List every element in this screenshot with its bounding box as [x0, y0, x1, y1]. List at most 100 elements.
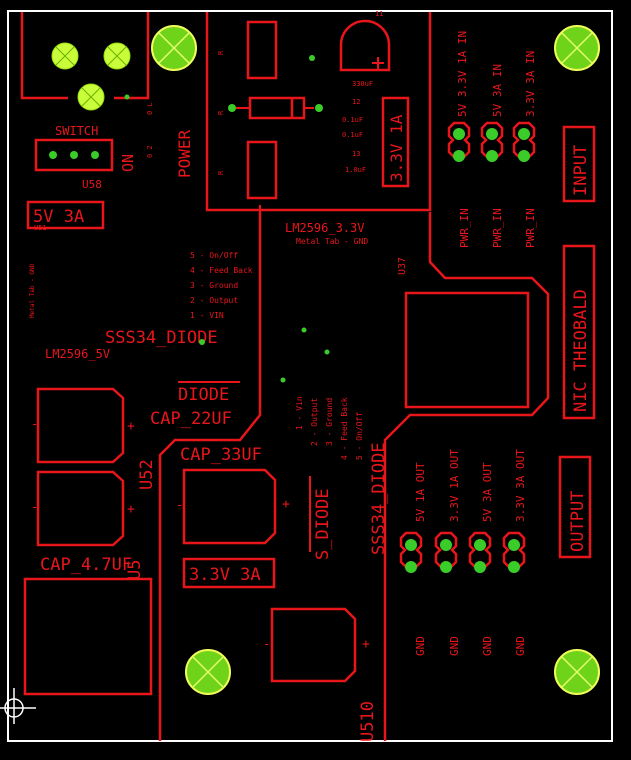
- input-label-2: 5V 3A IN: [491, 64, 504, 117]
- ref-c13: 13: [352, 150, 360, 158]
- power-switch: SWITCH U58 ON POWER 0 L 0 2: [34, 102, 194, 191]
- input-label-3: 3.3V 3A IN: [524, 51, 537, 117]
- pinout-line-1: 5 - On/Off: [190, 251, 238, 260]
- ref-c12: 12: [352, 98, 360, 106]
- cap-33uf-plus: +: [282, 497, 290, 512]
- output-header-2: [434, 531, 458, 573]
- pwr-in-2: PWR_IN: [491, 208, 504, 248]
- ref-r1: R: [217, 50, 225, 55]
- output-header-3: [468, 531, 492, 573]
- output-label-4: 3.3V 3A OUT: [514, 449, 527, 522]
- cap-330uf-label: 330uF: [352, 80, 373, 88]
- capacitor-33uf: - +: [176, 468, 290, 545]
- pinout-list: 5 - On/Off 4 - Feed Back 3 - Ground 2 - …: [190, 251, 253, 320]
- input-title: INPUT: [571, 145, 591, 196]
- cap-47uf-minus: -: [31, 500, 38, 514]
- cap-33uf-minus: -: [176, 498, 183, 512]
- badge-5v-3a-text: 5V 3A: [33, 207, 84, 227]
- input-header-1: [447, 121, 471, 162]
- mounting-hole-top-right: [554, 25, 600, 71]
- on-label: ON: [119, 154, 137, 172]
- output-header-4: [502, 531, 526, 573]
- badge-5v-3a-ref: U51: [34, 224, 47, 232]
- metal-tab-gnd-label: Metal Tab - GND: [296, 237, 368, 246]
- sss34-diode-label-1: SSS34_DIODE: [105, 328, 218, 348]
- output-title: OUTPUT: [568, 491, 588, 552]
- pinout-line-4: 2 - Output: [190, 296, 238, 305]
- diode-label: DIODE: [178, 385, 229, 405]
- metal-tab-left-label: Metal Tab - GND: [29, 263, 36, 318]
- capacitor-4-7uf: - +: [31, 470, 135, 547]
- input-label-1: 5V 3.3V 1A IN: [456, 31, 469, 117]
- regulator-3v3-pad: [404, 291, 530, 409]
- input-header-2: [480, 121, 504, 162]
- output-label-1: 5V 1A OUT: [414, 462, 427, 522]
- u5-ref: U5: [125, 560, 145, 580]
- gnd-3: GND: [481, 636, 494, 656]
- pinout-line-3: 3 - Ground: [190, 281, 238, 290]
- mounting-holes: [151, 25, 600, 695]
- lm2596-3v3-parts: R R R 330uF 0.1uF 0.1uF 1.0uF 12 13 11 3…: [124, 10, 410, 200]
- gnd-4: GND: [514, 636, 527, 656]
- mounting-hole-bottom-right: [554, 649, 600, 695]
- region-divider-right: [383, 212, 550, 741]
- cap-22uf-plus: +: [127, 419, 135, 434]
- ref-r2: R: [217, 110, 225, 115]
- output-section: 5V 1A OUT 3.3V 1A OUT 5V 3A OUT 3.3V 3A …: [399, 449, 592, 656]
- pinout-rot-2: 2 - Output: [310, 398, 319, 446]
- badge-3v3-3a: 3.3V 3A: [189, 565, 261, 585]
- pwr-in-1: PWR_IN: [458, 208, 471, 248]
- cap-22uf-label: CAP_22UF: [150, 409, 232, 429]
- pinout-rot-3: 3 - Ground: [325, 398, 334, 446]
- badge-3v3-1a: 3.3V 1A: [387, 114, 406, 182]
- cap-u510-plus: +: [362, 637, 370, 652]
- pinout-rot-1: 1 - Vin: [295, 396, 304, 430]
- inductor-5v: [23, 577, 153, 696]
- input-section: 5V 3.3V 1A IN 5V 3A IN 3.3V 3A IN PWR_IN…: [447, 31, 596, 248]
- output-label-2: 3.3V 1A OUT: [448, 449, 461, 522]
- power-jack: [20, 12, 150, 111]
- pwr-in-3: PWR_IN: [524, 208, 537, 248]
- designer-name: NIC THEOBALD: [571, 289, 591, 412]
- cap-u510-minus: -: [263, 637, 270, 651]
- pinout-rot-4: 4 - Feed Back: [340, 397, 349, 460]
- switch-pin-2: 0 2: [146, 145, 154, 158]
- region-divider-left: [158, 212, 262, 741]
- cap-4-7uf-label: CAP_4.7UF: [40, 555, 132, 575]
- s-diode-label: S_DIODE: [313, 488, 333, 560]
- pinout-rot-5: 5 - On/Off: [355, 412, 364, 460]
- sss34-diode-label-2: SSS34_DIODE: [369, 442, 389, 555]
- cap-22uf-minus: -: [31, 417, 38, 431]
- origin-crosshair-icon: [0, 688, 36, 724]
- u510-ref: U510: [358, 701, 378, 742]
- cap-01uf-a: 0.1uF: [342, 116, 363, 124]
- output-label-3: 5V 3A OUT: [481, 462, 494, 522]
- mounting-hole-top-left: [151, 25, 197, 71]
- u52-ref: U52: [137, 459, 157, 490]
- lm2596-3v3-label: LM2596_3.3V: [285, 221, 364, 235]
- gnd-2: GND: [448, 636, 461, 656]
- cap-33uf-label: CAP_33UF: [180, 445, 262, 465]
- board-outline: [7, 10, 613, 742]
- input-header-3: [512, 121, 536, 162]
- output-header-1: [399, 531, 423, 573]
- capacitor-22uf: - +: [31, 387, 135, 464]
- u37-ref: U37: [397, 257, 408, 275]
- power-label: POWER: [175, 129, 194, 178]
- switch-pin-1: 0 L: [146, 102, 154, 115]
- cap-10uf: 1.0uF: [345, 166, 366, 174]
- pinout-rotated: 1 - Vin 2 - Output 3 - Ground 4 - Feed B…: [295, 396, 364, 460]
- pinout-line-2: 4 - Feed Back: [190, 266, 253, 275]
- cap-47uf-plus: +: [127, 502, 135, 517]
- lm2596-3v3-outline: [205, 12, 432, 212]
- switch-label: SWITCH: [55, 124, 98, 138]
- lm2596-5v-label: LM2596_5V: [45, 347, 110, 361]
- badge-5v-3a: 5V 3A U51: [26, 200, 105, 232]
- mounting-hole-bottom-left: [185, 649, 231, 695]
- u58-ref: U58: [82, 178, 102, 191]
- gnd-1: GND: [414, 636, 427, 656]
- capacitor-u510: - +: [263, 607, 370, 683]
- ref-r3: R: [217, 170, 225, 175]
